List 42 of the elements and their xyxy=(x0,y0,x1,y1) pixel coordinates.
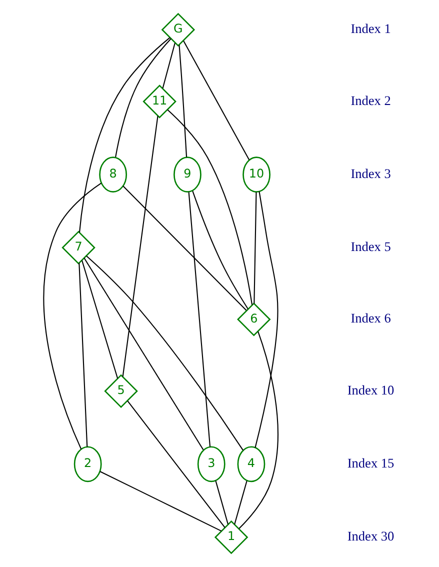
connector xyxy=(162,43,175,88)
label: Index 5 xyxy=(350,238,390,254)
label: Index 10 xyxy=(346,382,394,398)
connector xyxy=(99,471,222,532)
connector xyxy=(42,182,101,450)
node-ellipse: 9 xyxy=(173,156,201,192)
connector xyxy=(86,256,244,451)
node-ellipse: 4 xyxy=(236,446,265,482)
connector xyxy=(166,109,252,305)
connector xyxy=(188,192,210,447)
connector xyxy=(253,192,256,304)
connector xyxy=(178,44,187,158)
node-diamond: 5 xyxy=(104,374,138,408)
connector xyxy=(78,37,170,233)
node-ellipse: 10 xyxy=(242,156,270,192)
node-diamond: G xyxy=(160,12,195,47)
connector xyxy=(182,40,250,160)
connector xyxy=(78,262,88,447)
label: Index 30 xyxy=(346,528,394,544)
node-ellipse: 2 xyxy=(73,446,102,482)
connector xyxy=(214,480,228,524)
connector xyxy=(81,260,118,379)
connector xyxy=(254,191,278,448)
node-ellipse: 3 xyxy=(196,446,225,482)
label: Index 2 xyxy=(350,92,390,108)
node-ellipse: 8 xyxy=(98,156,127,192)
label: Index 6 xyxy=(350,310,390,326)
connector xyxy=(122,186,246,311)
connector xyxy=(83,258,204,450)
connector xyxy=(238,331,278,530)
node-diamond: 7 xyxy=(61,230,95,265)
connector xyxy=(192,190,248,310)
label: Index 1 xyxy=(350,21,390,36)
connector xyxy=(126,400,225,528)
node-diamond: 11 xyxy=(142,84,176,118)
connector xyxy=(234,480,247,524)
node-diamond: 6 xyxy=(236,302,270,336)
connector xyxy=(114,38,171,158)
node-diamond: 1 xyxy=(214,520,248,554)
label: Index 3 xyxy=(350,166,390,181)
label: Index 15 xyxy=(346,455,394,470)
connector xyxy=(122,116,158,377)
